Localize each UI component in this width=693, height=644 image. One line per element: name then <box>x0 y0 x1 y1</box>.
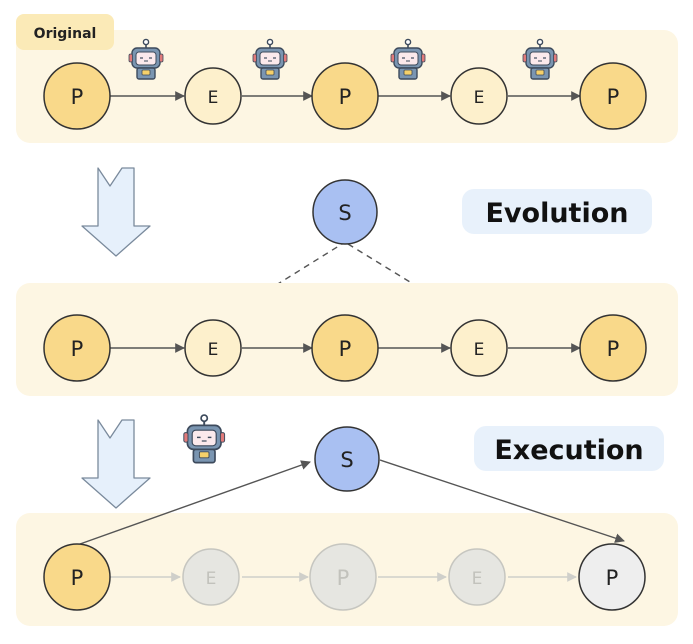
original-node-3: P <box>311 62 379 130</box>
original-node-1: P <box>43 62 111 130</box>
node-label: P <box>339 85 352 109</box>
node-label: P <box>71 337 84 361</box>
execution-node-3-faded: P <box>309 543 377 611</box>
original-node-4: E <box>450 67 508 125</box>
evolution-node-4: E <box>450 319 508 377</box>
evolution-node-1: P <box>43 314 111 382</box>
node-label: P <box>71 566 84 590</box>
execution-node-4-faded: E <box>448 548 506 606</box>
execution-label-bg <box>474 426 664 471</box>
node-label: E <box>472 569 483 589</box>
original-node-2: E <box>184 67 242 125</box>
node-label: P <box>337 566 350 590</box>
node-label: P <box>71 85 84 109</box>
down-arrow-icon <box>81 167 151 257</box>
edge-s-to-p <box>379 459 625 543</box>
node-label: E <box>206 569 217 589</box>
node-label: P <box>339 337 352 361</box>
evolution-node-5: P <box>579 314 647 382</box>
evolution-label-bg <box>462 189 652 234</box>
robot-icon <box>182 414 226 464</box>
node-label: E <box>208 88 219 108</box>
original-tag-bg <box>16 14 114 50</box>
evolution-node-2: E <box>184 319 242 377</box>
node-label: P <box>607 337 620 361</box>
original-tag: Original <box>34 26 97 42</box>
evolution-node-3: P <box>311 314 379 382</box>
original-node-5: P <box>579 62 647 130</box>
execution-node-1: P <box>43 543 111 611</box>
node-label: P <box>607 85 620 109</box>
execution-node-2-faded: E <box>182 548 240 606</box>
node-label: E <box>474 340 485 360</box>
node-label: S <box>340 448 353 472</box>
node-label: E <box>208 340 219 360</box>
execution-summary-node: S <box>314 426 380 492</box>
evolution-title: Evolution <box>485 198 628 229</box>
evolution-summary-node: S <box>312 179 378 245</box>
node-label: P <box>606 566 619 590</box>
execution-title: Execution <box>494 435 643 466</box>
node-label: S <box>338 201 351 225</box>
down-arrow-icon <box>81 419 151 509</box>
edge-p-to-s <box>79 460 311 545</box>
node-label: E <box>474 88 485 108</box>
execution-node-5: P <box>578 543 646 611</box>
